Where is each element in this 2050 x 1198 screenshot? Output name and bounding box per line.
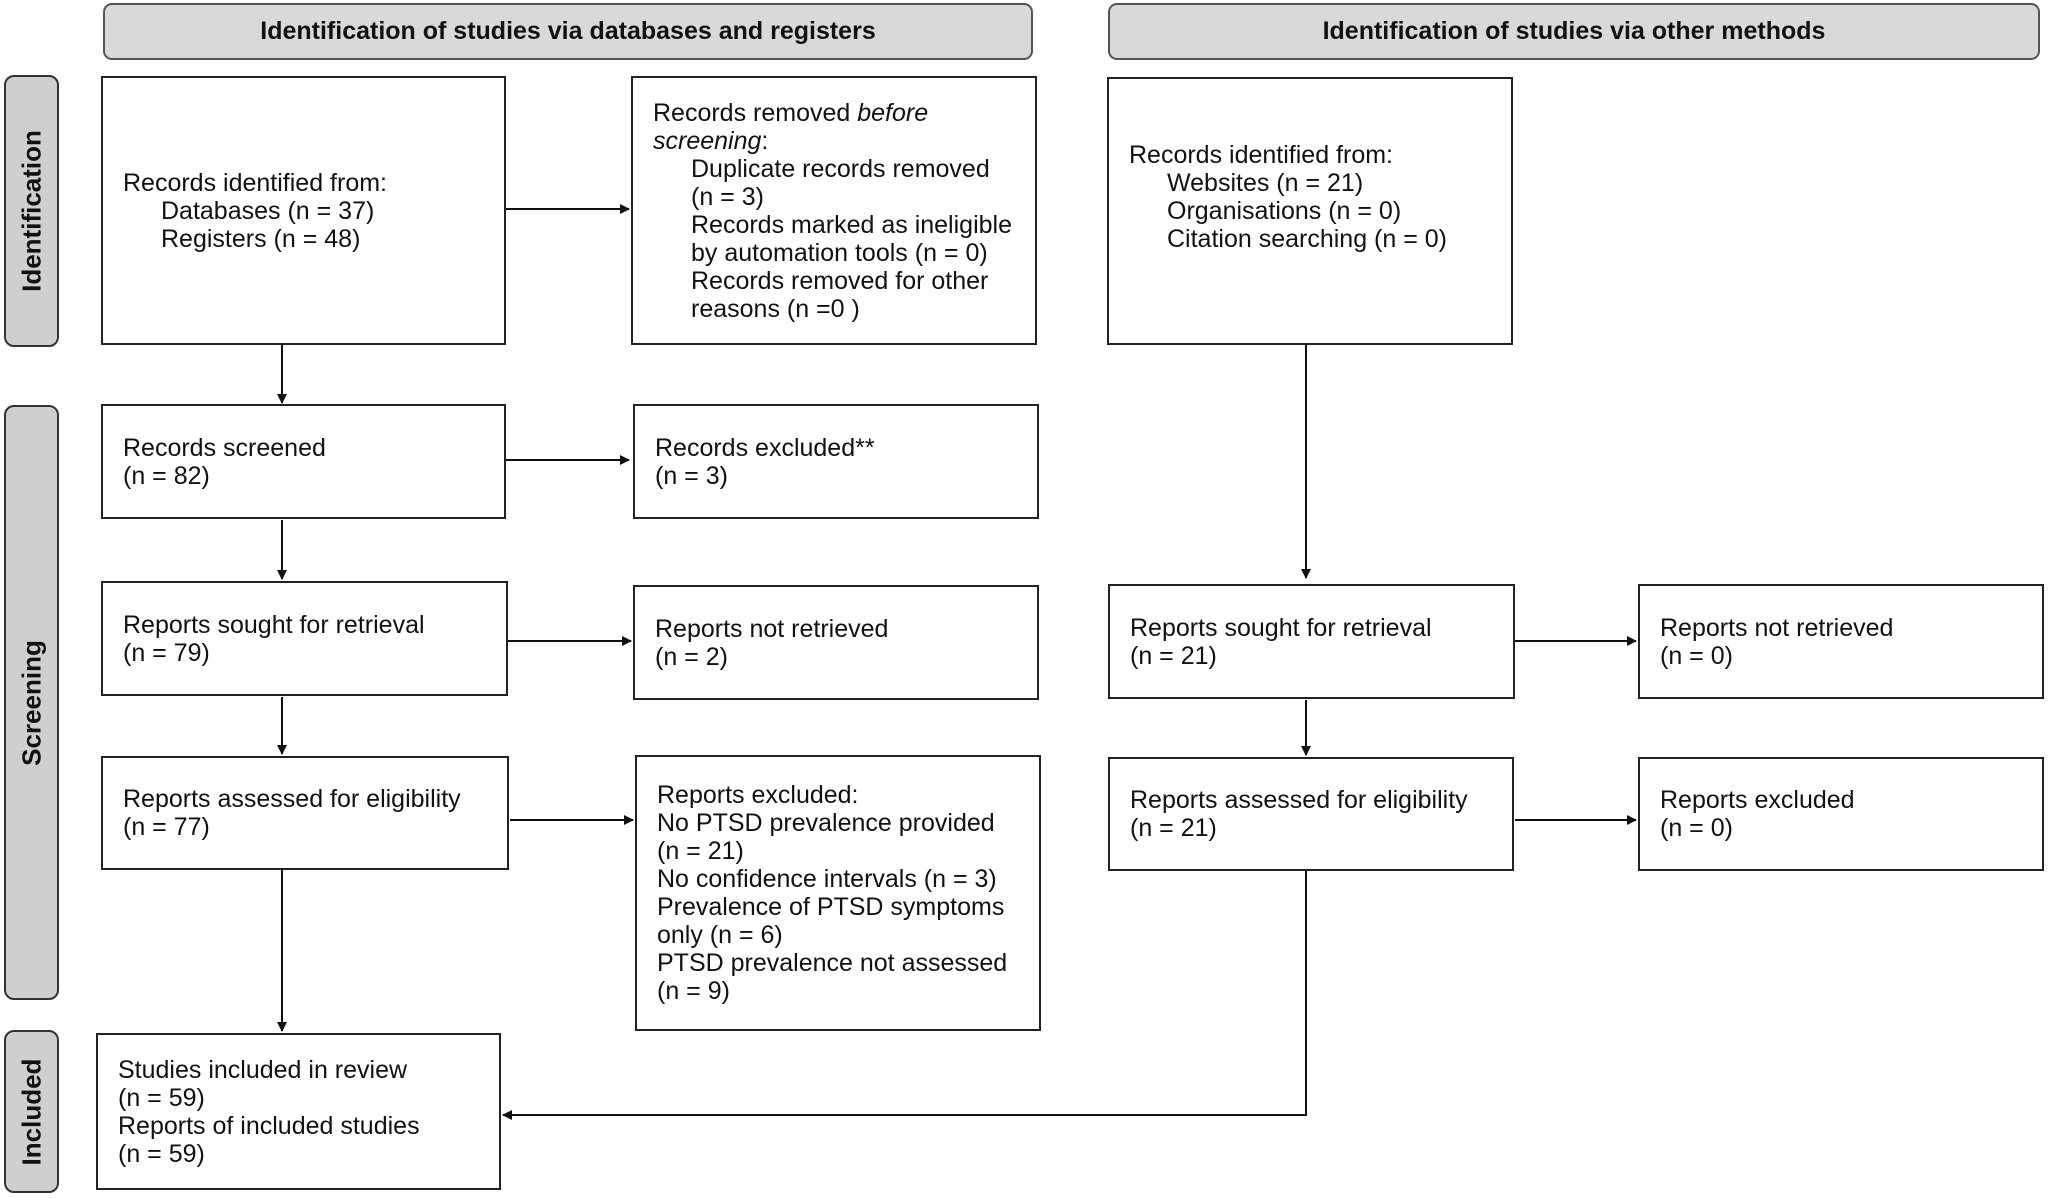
- removed-other-reasons-line1: Records removed for other: [691, 266, 989, 295]
- records-removed-title-suffix: :: [761, 126, 769, 155]
- databases-count: Databases (n = 37): [161, 196, 375, 225]
- records-excluded-label: Records excluded**: [655, 433, 875, 462]
- studies-included-count: (n = 59): [118, 1083, 205, 1112]
- ptsd-not-assessed-count: (n = 9): [657, 977, 730, 1005]
- ineligible-automation-line1: Records marked as ineligible: [691, 210, 1012, 239]
- other-reports-assessed-label: Reports assessed for eligibility: [1130, 786, 1468, 814]
- ptsd-symptoms-only-line2: only (n = 6): [657, 921, 783, 949]
- phase-screening: Screening: [4, 405, 59, 1000]
- ptsd-not-assessed: PTSD prevalence not assessed: [657, 949, 1008, 977]
- reports-assessed-box: Reports assessed for eligibility (n = 77…: [101, 756, 509, 870]
- organisations-count: Organisations (n = 0): [1167, 197, 1402, 225]
- no-confidence-intervals: No confidence intervals (n = 3): [657, 865, 997, 893]
- reports-included-label: Reports of included studies: [118, 1111, 420, 1140]
- other-reports-not-retrieved-label: Reports not retrieved: [1660, 613, 1894, 642]
- reports-assessed-count: (n = 77): [123, 813, 210, 841]
- records-screened-box: Records screened (n = 82): [101, 404, 506, 519]
- phase-screening-label: Screening: [16, 639, 46, 766]
- phase-identification-label: Identification: [16, 130, 46, 292]
- reports-not-retrieved-box: Reports not retrieved (n = 2): [633, 585, 1039, 700]
- no-ptsd-prevalence-count: (n = 21): [657, 837, 744, 865]
- citation-searching-count: Citation searching (n = 0): [1167, 225, 1448, 253]
- duplicate-records-removed: Duplicate records removed: [691, 154, 990, 183]
- reports-excluded-title: Reports excluded:: [657, 781, 859, 809]
- other-reports-assessed-box: Reports assessed for eligibility (n = 21…: [1108, 757, 1514, 871]
- duplicate-records-count: (n = 3): [691, 182, 764, 211]
- websites-count: Websites (n = 21): [1167, 169, 1364, 197]
- reports-not-retrieved-label: Reports not retrieved: [655, 614, 889, 643]
- phase-included-label: Included: [16, 1058, 46, 1165]
- records-screened-count: (n = 82): [123, 461, 210, 490]
- no-ptsd-prevalence: No PTSD prevalence provided: [657, 809, 995, 837]
- header-other-methods: Identification of studies via other meth…: [1108, 3, 2040, 60]
- other-reports-assessed-count: (n = 21): [1130, 814, 1217, 842]
- records-screened-label: Records screened: [123, 433, 326, 462]
- other-reports-sought-label: Reports sought for retrieval: [1130, 613, 1432, 642]
- reports-sought-box: Reports sought for retrieval (n = 79): [101, 581, 508, 696]
- other-reports-not-retrieved-box: Reports not retrieved (n = 0): [1638, 584, 2044, 699]
- other-reports-excluded-count: (n = 0): [1660, 814, 1733, 842]
- records-removed-box: Records removed before screening: Duplic…: [631, 76, 1037, 345]
- other-reports-excluded-label: Reports excluded: [1660, 786, 1855, 814]
- removed-other-reasons-line2: reasons (n =0 ): [691, 294, 860, 323]
- phase-identification: Identification: [4, 75, 59, 347]
- other-reports-sought-box: Reports sought for retrieval (n = 21): [1108, 584, 1515, 699]
- reports-sought-count: (n = 79): [123, 638, 210, 667]
- records-identified-box: Records identified from: Databases (n = …: [101, 76, 506, 345]
- records-identified-title: Records identified from:: [123, 168, 388, 197]
- studies-included-label: Studies included in review: [118, 1055, 408, 1084]
- phase-included: Included: [4, 1030, 59, 1193]
- other-reports-not-retrieved-count: (n = 0): [1660, 641, 1733, 670]
- other-records-identified-title: Records identified from:: [1129, 141, 1394, 169]
- records-excluded-box: Records excluded** (n = 3): [633, 404, 1039, 519]
- registers-count: Registers (n = 48): [161, 224, 361, 253]
- reports-included-count: (n = 59): [118, 1139, 205, 1168]
- reports-assessed-label: Reports assessed for eligibility: [123, 785, 461, 813]
- records-removed-title: Records removed before screening:: [653, 99, 1021, 155]
- reports-not-retrieved-count: (n = 2): [655, 642, 728, 671]
- other-reports-excluded-box: Reports excluded (n = 0): [1638, 757, 2044, 871]
- header-databases-registers: Identification of studies via databases …: [103, 3, 1033, 60]
- reports-excluded-box: Reports excluded: No PTSD prevalence pro…: [635, 755, 1041, 1031]
- records-excluded-count: (n = 3): [655, 461, 728, 490]
- other-records-identified-box: Records identified from: Websites (n = 2…: [1107, 77, 1513, 345]
- studies-included-box: Studies included in review (n = 59) Repo…: [96, 1033, 501, 1190]
- records-removed-title-prefix: Records removed: [653, 98, 858, 127]
- reports-sought-label: Reports sought for retrieval: [123, 610, 425, 639]
- ineligible-automation-line2: by automation tools (n = 0): [691, 238, 988, 267]
- other-reports-sought-count: (n = 21): [1130, 641, 1217, 670]
- records-removed-title-italic: before screening: [653, 98, 929, 155]
- ptsd-symptoms-only-line1: Prevalence of PTSD symptoms: [657, 893, 1005, 921]
